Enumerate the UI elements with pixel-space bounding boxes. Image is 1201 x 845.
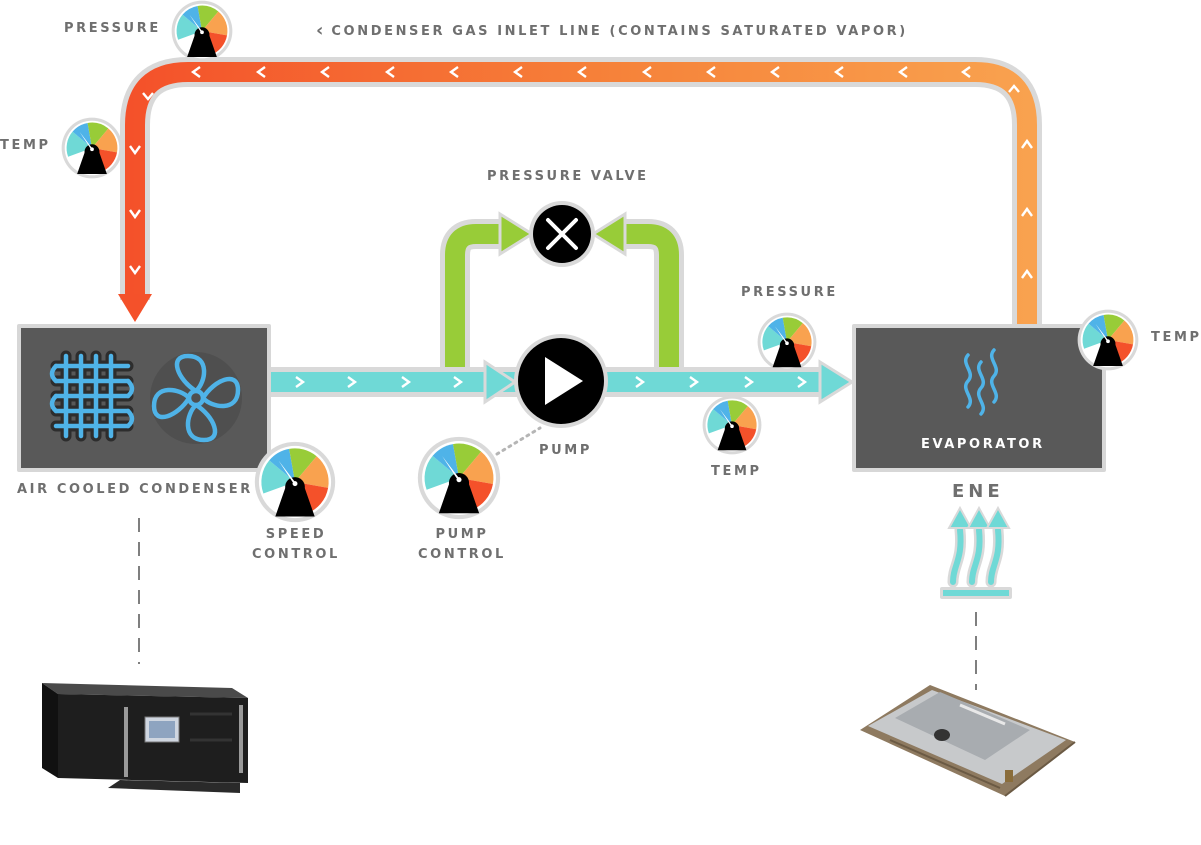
gauge-icon [171, 0, 233, 62]
air-cooled-condenser [17, 324, 271, 472]
pressure-gauge-top [171, 0, 233, 67]
label-temp-mid: TEMP [711, 464, 762, 479]
gauge-icon [1077, 309, 1139, 371]
label-pump-control: PUMP CONTROL [416, 525, 508, 565]
play-icon [545, 357, 583, 405]
gauge-icon [254, 441, 336, 523]
inlet-line-text: CONDENSER GAS INLET LINE (CONTAINS SATUR… [331, 24, 908, 39]
label-temp-left: TEMP [0, 138, 51, 153]
evaporator [852, 324, 1106, 472]
temp-gauge-evaporator [1077, 309, 1139, 376]
label-pressure-valve: PRESSURE VALVE [487, 169, 649, 184]
speed-control-line1: SPEED [265, 527, 327, 542]
pump [514, 334, 608, 428]
label-pressure-top: PRESSURE [64, 21, 161, 36]
gauge-icon [61, 117, 123, 179]
pump-control-line1: PUMP [435, 527, 489, 542]
label-evaporator: EVAPORATOR [921, 437, 1045, 452]
label-air-cooled-condenser: AIR COOLED CONDENSER [17, 482, 253, 497]
gauge-icon [757, 312, 817, 372]
pump-control-link [495, 426, 542, 456]
pump-control-line2: CONTROL [418, 547, 506, 562]
label-inlet-line: ‹ CONDENSER GAS INLET LINE (CONTAINS SATU… [316, 19, 908, 41]
label-pump: PUMP [539, 443, 592, 458]
flow-chevrons-top [129, 66, 1033, 279]
close-icon [546, 218, 578, 250]
label-temp-right: TEMP [1151, 330, 1201, 345]
gauge-icon [417, 436, 501, 520]
label-pressure-right: PRESSURE [741, 285, 838, 300]
speed-control-line2: CONTROL [252, 547, 340, 562]
evaporator-plate-image [860, 685, 1076, 797]
heat-icon [940, 505, 1012, 599]
pressure-valve [529, 201, 595, 267]
bypass-line [440, 211, 684, 375]
speed-control-gauge [254, 441, 336, 528]
chevron-left-icon: ‹ [316, 20, 324, 41]
temp-gauge-left [61, 117, 123, 184]
rack-unit-image [42, 683, 248, 793]
label-speed-control: SPEED CONTROL [250, 525, 342, 565]
gauge-icon [702, 395, 762, 455]
temp-gauge-mid [702, 395, 762, 460]
condenser-gas-inlet-line [118, 57, 1042, 325]
pump-control-gauge [417, 436, 501, 525]
pressure-gauge-right [757, 312, 817, 377]
label-ene: ENE [952, 481, 1004, 502]
flow-chevrons-liquid [295, 376, 808, 388]
